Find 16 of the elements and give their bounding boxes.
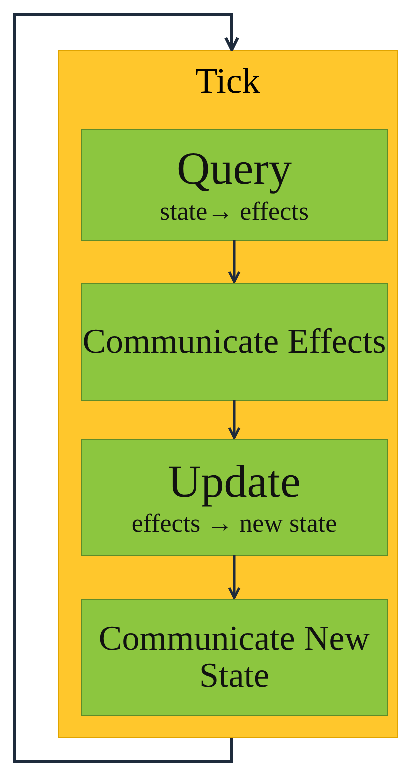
arrow <box>228 555 241 600</box>
process-box <box>81 129 388 241</box>
step-title: Query <box>177 145 292 194</box>
step-detail: effects → new state <box>132 510 338 538</box>
arrow <box>228 240 241 284</box>
group-box <box>58 50 398 738</box>
step-title: Communicate New State <box>98 620 372 694</box>
group-title: Tick <box>194 63 262 101</box>
process-box <box>81 283 388 401</box>
process-box <box>81 439 388 556</box>
loop-arrow <box>14 14 240 764</box>
arrow <box>228 400 241 440</box>
step-title: Communicate Effects <box>82 324 386 360</box>
step-title: Update <box>168 458 301 506</box>
step-detail: state→ effects <box>160 198 309 225</box>
process-box <box>81 599 388 716</box>
